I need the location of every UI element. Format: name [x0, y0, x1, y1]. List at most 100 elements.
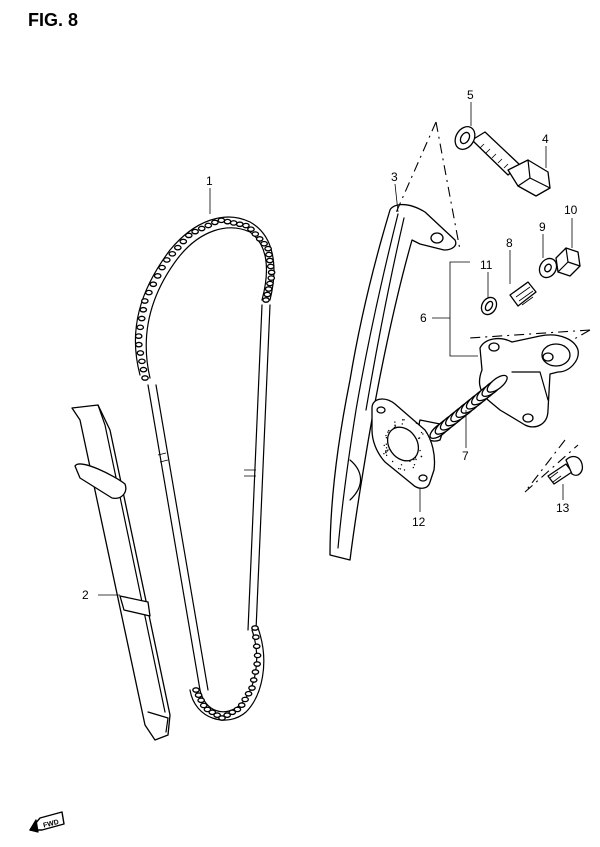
callout-12: 12: [412, 515, 426, 529]
chain-link: [184, 232, 193, 239]
fwd-label: FWD: [42, 819, 59, 830]
chain-link: [139, 366, 148, 373]
gasket-texture-dot: [385, 436, 388, 439]
chain-link: [235, 221, 244, 228]
callout-5: 5: [467, 88, 474, 102]
washer-5: [454, 126, 476, 150]
callout-1: 1: [206, 174, 213, 188]
callout-4: 4: [542, 132, 549, 146]
chain-link: [153, 273, 162, 279]
chain-link: [253, 661, 261, 667]
gasket-texture-dot: [415, 458, 417, 461]
chain-link: [197, 697, 205, 704]
chain-link: [260, 240, 268, 247]
chain-link: [134, 333, 143, 339]
gasket-texture-dot: [412, 466, 415, 469]
chain-link: [244, 690, 253, 697]
chain-link: [135, 341, 143, 348]
chain-link: [251, 231, 260, 237]
callout-3: 3: [391, 170, 398, 184]
small-bolt: [547, 455, 584, 485]
callout-6: 6: [420, 311, 427, 325]
chain-link: [192, 687, 200, 693]
chain-link: [194, 692, 203, 698]
gasket-texture-dot: [383, 444, 385, 447]
callout-7: 7: [462, 449, 469, 463]
adjust-screw: [509, 281, 537, 307]
chain-link: [141, 375, 149, 381]
gasket-texture-dot: [391, 460, 394, 463]
chain-link: [264, 245, 272, 252]
gasket-texture-dot: [418, 437, 421, 439]
gasket-texture-dot: [385, 434, 387, 437]
chain-link: [264, 286, 273, 292]
gasket-texture-dot: [400, 464, 403, 466]
gasket-texture-dot: [415, 422, 418, 424]
gasket-texture-dot: [385, 450, 387, 452]
chain-link: [191, 228, 199, 235]
gasket-texture-dot: [413, 464, 416, 466]
gasket-texture-dot: [385, 454, 388, 457]
chain-link: [179, 238, 188, 245]
fwd-arrow-icon: FWD: [29, 811, 65, 833]
chain-link: [158, 264, 166, 271]
figure-title: FIG. 8: [28, 10, 79, 30]
gasket-texture-dot: [385, 447, 388, 449]
chain-guide: [71, 404, 171, 741]
chain-link: [145, 289, 153, 296]
chain-link: [139, 306, 148, 313]
gasket-texture-dot: [414, 457, 417, 459]
gasket-texture-dot: [420, 455, 423, 458]
chain-link: [266, 263, 275, 270]
callout-11: 11: [480, 258, 493, 272]
chain-link: [217, 217, 226, 224]
gasket-texture-dot: [394, 424, 396, 426]
chain-link: [218, 715, 226, 721]
gasket-texture-dot: [401, 423, 403, 425]
chain-link: [138, 358, 146, 365]
o-ring: [480, 296, 498, 316]
chain-link: [237, 702, 246, 708]
chain-link: [140, 298, 149, 304]
chain-link: [228, 709, 237, 716]
chain-link: [267, 275, 276, 281]
callout-9: 9: [539, 220, 546, 234]
gasket-texture-dot: [419, 449, 421, 452]
chain-link: [223, 712, 231, 718]
spring-coil: [486, 374, 508, 393]
gasket-texture-dot: [403, 419, 405, 421]
callout-13: 13: [556, 501, 570, 515]
chain-link: [211, 219, 219, 226]
chain-link: [162, 257, 171, 263]
gasket-texture-dot: [387, 431, 389, 433]
tensioner-arm: [329, 203, 457, 561]
gasket-texture-dot: [403, 469, 406, 471]
chain-link: [252, 643, 261, 650]
chain-link: [168, 250, 177, 257]
chain-link: [267, 269, 276, 276]
gasket-texture-dot: [413, 458, 415, 461]
chain-link: [251, 669, 260, 675]
chain-link: [266, 257, 274, 264]
chain-link: [233, 706, 242, 713]
chain-link: [137, 315, 146, 322]
chain-link: [265, 251, 273, 258]
chain-link: [229, 220, 238, 226]
gasket-texture-dot: [422, 433, 424, 435]
chain-link: [241, 696, 249, 703]
chain-link: [255, 236, 264, 242]
gasket-texture-dot: [383, 452, 385, 455]
callout-10: 10: [564, 203, 578, 217]
washer-9: [538, 257, 558, 279]
gasket-texture-dot: [385, 443, 387, 445]
chain-link: [266, 280, 274, 287]
chain-link: [263, 291, 272, 298]
callout-2: 2: [82, 588, 89, 602]
gasket: [371, 398, 436, 489]
nut: [555, 247, 581, 277]
chain-link: [223, 218, 232, 225]
gasket-texture-dot: [387, 449, 389, 451]
chain-link: [199, 702, 208, 709]
